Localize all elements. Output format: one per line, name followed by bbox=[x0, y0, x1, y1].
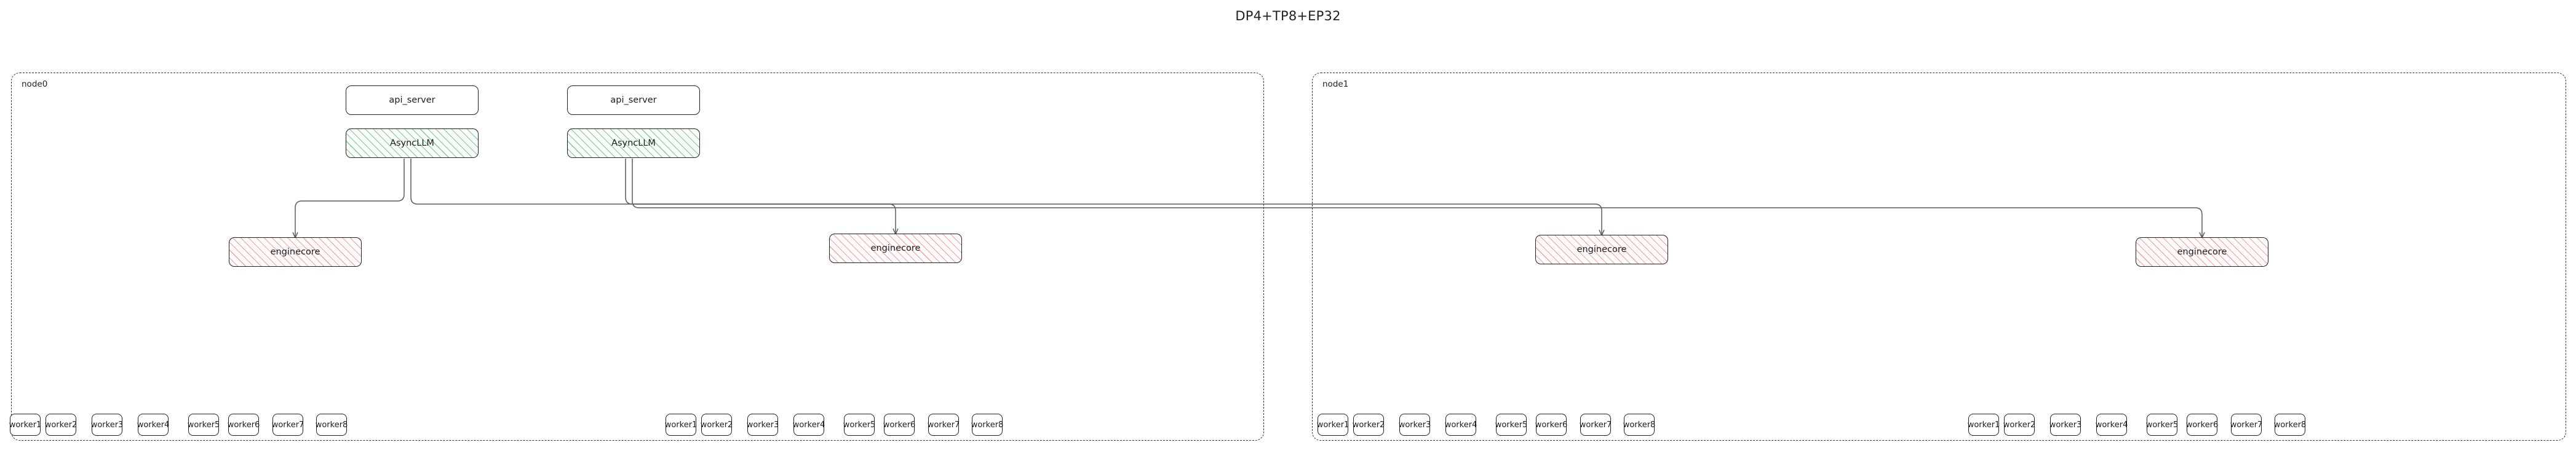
cluster-node1: node1 bbox=[1312, 73, 2566, 441]
worker-box[interactable]: worker1 bbox=[664, 414, 698, 436]
api-server-label: api_server bbox=[610, 95, 657, 105]
enginecore-label: enginecore bbox=[270, 247, 320, 257]
worker-label: worker2 bbox=[1352, 420, 1385, 430]
worker-box[interactable]: worker6 bbox=[883, 414, 916, 436]
worker-box[interactable]: worker8 bbox=[315, 414, 348, 436]
worker-box[interactable]: worker4 bbox=[1444, 414, 1477, 436]
worker-label: worker6 bbox=[2185, 420, 2219, 430]
worker-label: worker3 bbox=[2049, 420, 2082, 430]
worker-box[interactable]: worker2 bbox=[44, 414, 78, 436]
cluster-label-node1: node1 bbox=[1322, 79, 1349, 89]
enginecore-box-1[interactable]: enginecore bbox=[829, 234, 962, 263]
worker-label: worker7 bbox=[927, 420, 960, 430]
worker-box[interactable]: worker4 bbox=[137, 414, 170, 436]
cluster-label-node0: node0 bbox=[22, 79, 48, 89]
worker-box[interactable]: worker4 bbox=[2095, 414, 2128, 436]
worker-box[interactable]: worker1 bbox=[9, 414, 42, 436]
worker-label: worker5 bbox=[1495, 420, 1528, 430]
worker-label: worker8 bbox=[1623, 420, 1656, 430]
worker-box[interactable]: worker6 bbox=[1535, 414, 1568, 436]
worker-label: worker3 bbox=[746, 420, 779, 430]
worker-box[interactable]: worker6 bbox=[2185, 414, 2219, 436]
worker-label: worker3 bbox=[90, 420, 124, 430]
enginecore-box-0[interactable]: enginecore bbox=[229, 237, 362, 267]
worker-label: worker5 bbox=[843, 420, 876, 430]
asyncllm-box-1[interactable]: AsyncLLM bbox=[567, 128, 700, 158]
asyncllm-label: AsyncLLM bbox=[611, 138, 656, 148]
enginecore-label: enginecore bbox=[2177, 247, 2227, 257]
worker-box[interactable]: worker5 bbox=[2145, 414, 2179, 436]
worker-box[interactable]: worker1 bbox=[1316, 414, 1350, 436]
worker-box[interactable]: worker8 bbox=[971, 414, 1004, 436]
api-server-label: api_server bbox=[389, 95, 435, 105]
worker-box[interactable]: worker2 bbox=[2003, 414, 2036, 436]
worker-box[interactable]: worker6 bbox=[227, 414, 260, 436]
worker-label: worker4 bbox=[137, 420, 170, 430]
diagram-title: DP4+TP8+EP32 bbox=[1235, 9, 1341, 23]
worker-label: worker5 bbox=[2145, 420, 2179, 430]
worker-box[interactable]: worker8 bbox=[2273, 414, 2307, 436]
enginecore-label: enginecore bbox=[1576, 245, 1627, 254]
worker-label: worker2 bbox=[700, 420, 733, 430]
worker-box[interactable]: worker8 bbox=[1623, 414, 1656, 436]
asyncllm-label: AsyncLLM bbox=[390, 138, 434, 148]
worker-label: worker5 bbox=[187, 420, 220, 430]
worker-box[interactable]: worker5 bbox=[187, 414, 220, 436]
worker-label: worker3 bbox=[1398, 420, 1431, 430]
worker-label: worker4 bbox=[2095, 420, 2128, 430]
enginecore-box-3[interactable]: enginecore bbox=[2136, 237, 2268, 267]
worker-label: worker8 bbox=[2273, 420, 2307, 430]
worker-box[interactable]: worker7 bbox=[271, 414, 304, 436]
worker-box[interactable]: worker2 bbox=[700, 414, 733, 436]
worker-box[interactable]: worker3 bbox=[90, 414, 124, 436]
worker-label: worker7 bbox=[271, 420, 304, 430]
enginecore-box-2[interactable]: enginecore bbox=[1535, 235, 1668, 264]
worker-box[interactable]: worker7 bbox=[2230, 414, 2263, 436]
enginecore-label: enginecore bbox=[870, 243, 921, 253]
asyncllm-box-0[interactable]: AsyncLLM bbox=[346, 128, 479, 158]
worker-label: worker6 bbox=[227, 420, 260, 430]
api-server-box-0[interactable]: api_server bbox=[346, 85, 479, 115]
worker-label: worker8 bbox=[315, 420, 348, 430]
worker-label: worker1 bbox=[1967, 420, 2000, 430]
worker-box[interactable]: worker7 bbox=[927, 414, 960, 436]
worker-box[interactable]: worker3 bbox=[2049, 414, 2082, 436]
worker-box[interactable]: worker3 bbox=[746, 414, 779, 436]
worker-box[interactable]: worker5 bbox=[1495, 414, 1528, 436]
worker-label: worker4 bbox=[1444, 420, 1477, 430]
worker-box[interactable]: worker1 bbox=[1967, 414, 2000, 436]
worker-label: worker4 bbox=[792, 420, 825, 430]
worker-box[interactable]: worker4 bbox=[792, 414, 825, 436]
worker-box[interactable]: worker7 bbox=[1579, 414, 1612, 436]
worker-box[interactable]: worker2 bbox=[1352, 414, 1385, 436]
worker-label: worker1 bbox=[9, 420, 42, 430]
worker-label: worker2 bbox=[2003, 420, 2036, 430]
worker-label: worker7 bbox=[1579, 420, 1612, 430]
worker-label: worker7 bbox=[2230, 420, 2263, 430]
worker-box[interactable]: worker5 bbox=[843, 414, 876, 436]
worker-label: worker6 bbox=[883, 420, 916, 430]
worker-label: worker1 bbox=[664, 420, 698, 430]
worker-label: worker1 bbox=[1316, 420, 1350, 430]
worker-label: worker2 bbox=[44, 420, 78, 430]
api-server-box-1[interactable]: api_server bbox=[567, 85, 700, 115]
cluster-node0: node0 bbox=[11, 73, 1264, 441]
worker-label: worker6 bbox=[1535, 420, 1568, 430]
worker-label: worker8 bbox=[971, 420, 1004, 430]
worker-box[interactable]: worker3 bbox=[1398, 414, 1431, 436]
